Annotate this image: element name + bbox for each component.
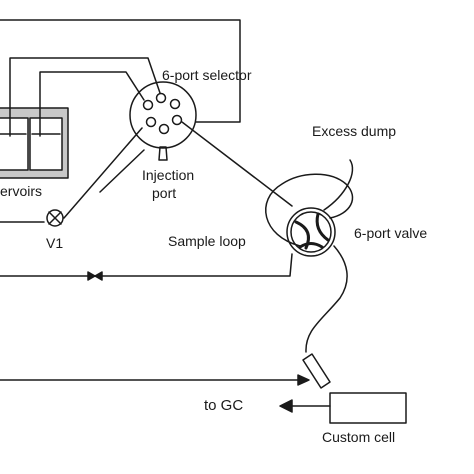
custom-cell-box [329, 392, 407, 424]
excess-dump-label: Excess dump [312, 123, 397, 139]
reservoir-line-1 [9, 57, 161, 137]
injection-port-label-line1: Injection [142, 167, 195, 183]
sample-loop-label: Sample loop [168, 233, 246, 249]
reservoir-diagonal [99, 149, 145, 193]
v1-icon [46, 209, 64, 227]
six-port-valve [286, 207, 336, 257]
cell-inlet-needle [302, 353, 331, 389]
line-v1-to-selector [63, 127, 143, 219]
injection-needle [158, 146, 168, 161]
gc-arrow-icon [279, 399, 293, 413]
selector-body [129, 81, 197, 149]
top-return-line [0, 19, 241, 123]
reservoir-box [0, 107, 69, 179]
bottom-line-arrowhead [297, 374, 310, 386]
valve-to-cell-line [305, 245, 348, 353]
reservoir-line-2 [39, 71, 145, 137]
injection-port-label-line2: port [152, 185, 177, 201]
to-gc-label: to GC [204, 397, 244, 414]
sample-loop [265, 173, 354, 247]
selector-to-valve [181, 121, 293, 207]
excess-dump-line [323, 159, 354, 211]
reservoirs-label: ervoirs [0, 183, 43, 199]
custom-cell-label: Custom cell [322, 429, 396, 445]
return-line [0, 253, 293, 277]
selector-label: 6-port selector [162, 67, 252, 83]
valve-label: 6-port valve [354, 225, 428, 241]
v1-label: V1 [46, 235, 64, 251]
inline-valve-icon [87, 271, 103, 281]
